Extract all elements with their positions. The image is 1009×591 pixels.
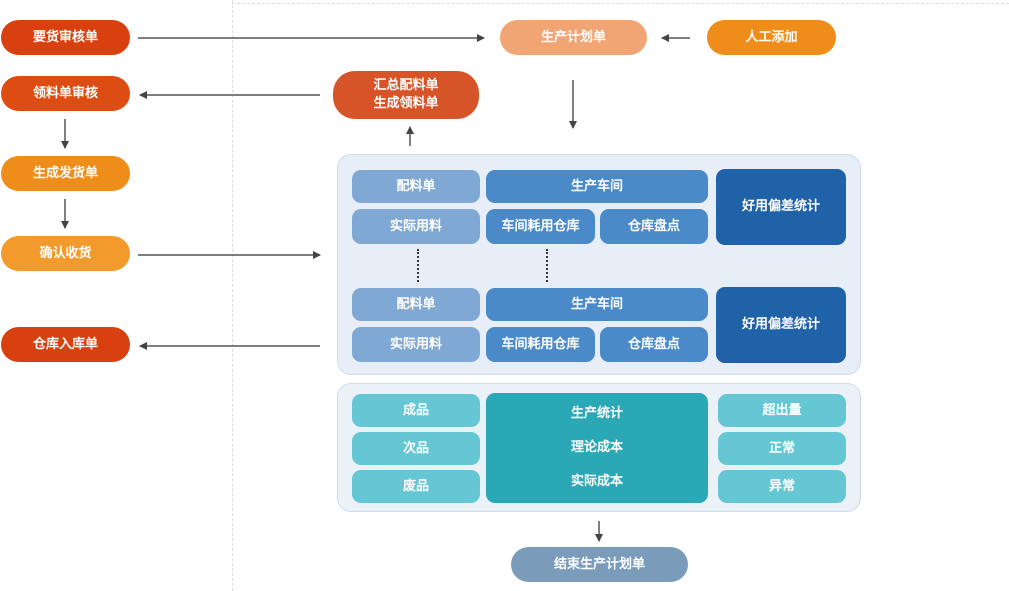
divider-vertical <box>232 0 233 591</box>
continuation-dots-mid <box>546 249 548 282</box>
node-production-plan: 生产计划单 <box>500 20 647 55</box>
node-end-plan: 结束生产计划单 <box>511 547 688 582</box>
g1-workshop: 生产车间 <box>486 170 708 203</box>
g1-inventory-check: 仓库盘点 <box>600 209 708 244</box>
node-normal: 正常 <box>718 432 846 465</box>
node-summary-picking: 汇总配料单 生成领料单 <box>333 71 479 119</box>
node-abnormal: 异常 <box>718 470 846 503</box>
node-warehouse-inbound: 仓库入库单 <box>1 327 130 362</box>
node-generate-shipment: 生成发货单 <box>1 156 130 191</box>
g2-actual-material: 实际用料 <box>352 327 480 362</box>
node-picking-review: 领料单审核 <box>1 76 130 111</box>
divider-horizontal <box>232 3 1009 4</box>
g1-batch-sheet: 配料单 <box>352 170 480 203</box>
node-manual-add: 人工添加 <box>707 20 836 55</box>
g2-inventory-check: 仓库盘点 <box>600 327 708 362</box>
summary-line-2: 生成领料单 <box>373 96 439 111</box>
node-seconds: 次品 <box>352 432 480 465</box>
node-request-review: 要货审核单 <box>1 20 130 55</box>
production-stats-label: 生产统计 <box>570 406 623 421</box>
g2-workshop: 生产车间 <box>486 288 708 321</box>
node-waste: 废品 <box>352 470 480 503</box>
g1-actual-material: 实际用料 <box>352 209 480 244</box>
g2-workshop-consumable-store: 车间耗用仓库 <box>486 327 595 362</box>
g2-batch-sheet: 配料单 <box>352 288 480 321</box>
theoretical-cost-label: 理论成本 <box>570 440 623 455</box>
node-cost-summary: 生产统计 理论成本 实际成本 <box>486 393 708 503</box>
g1-workshop-consumable-store: 车间耗用仓库 <box>486 209 595 244</box>
actual-cost-label: 实际成本 <box>570 474 623 489</box>
node-over-output: 超出量 <box>718 394 846 427</box>
summary-line-1: 汇总配料单 <box>373 78 439 93</box>
g1-deviation-stats: 好用偏差统计 <box>716 169 846 245</box>
g2-deviation-stats: 好用偏差统计 <box>716 287 846 363</box>
continuation-dots-left <box>417 249 419 282</box>
node-finished: 成品 <box>352 394 480 427</box>
node-confirm-receipt: 确认收货 <box>1 236 130 271</box>
